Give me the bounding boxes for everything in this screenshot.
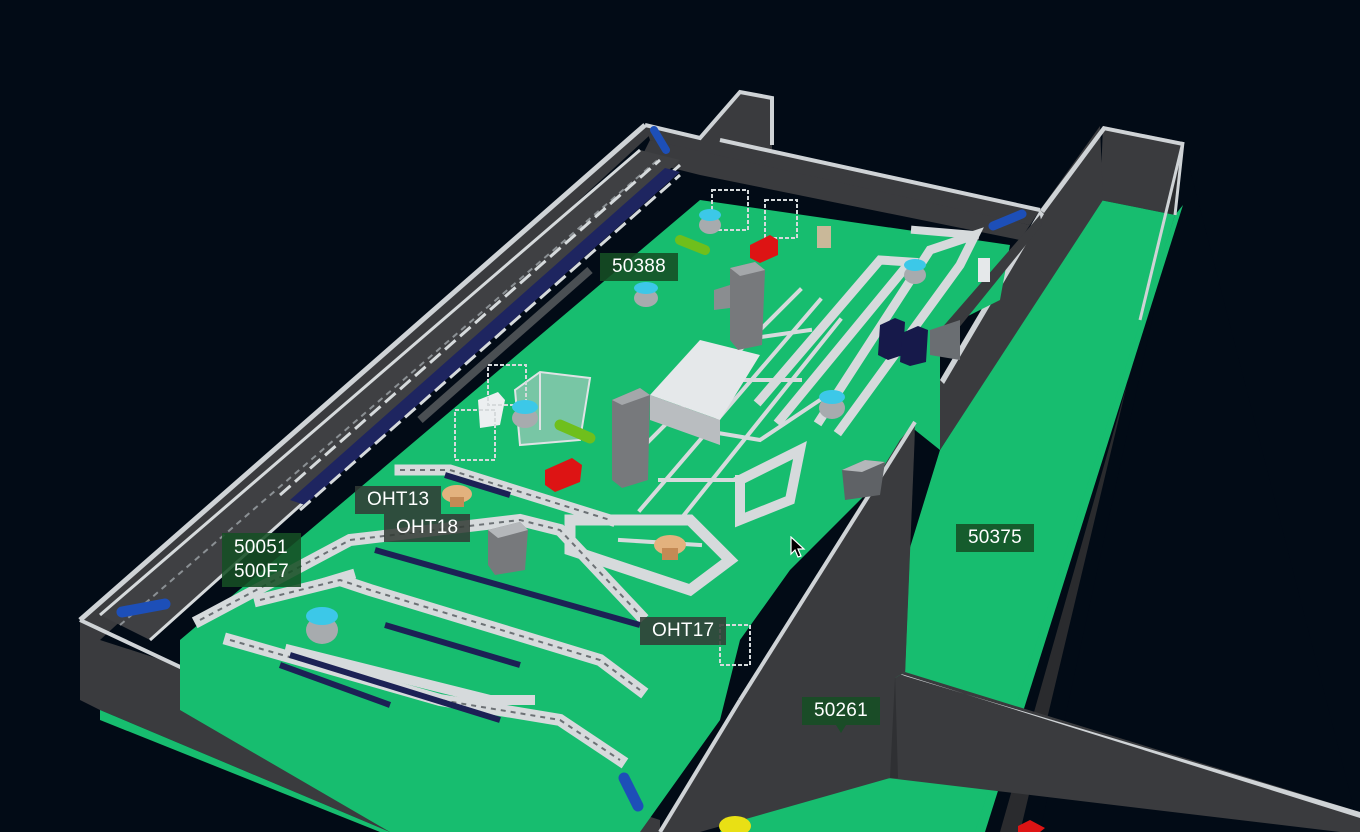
tan-table-1[interactable] [442,485,472,507]
device-label-50375[interactable]: 50375 [956,524,1034,552]
grey-tower-2[interactable] [714,262,765,350]
tank-5[interactable] [512,400,538,428]
tank-6[interactable] [306,607,338,644]
tank-3[interactable] [904,259,926,284]
device-label-line-2: 500F7 [234,561,289,582]
device-label-text: 50261 [814,700,868,721]
white-panel[interactable] [978,258,990,282]
tan-table-2[interactable] [654,535,686,560]
tank-1[interactable] [634,282,658,307]
partition-wall [658,215,1042,832]
device-label-line-1: 50051 [234,537,288,558]
grey-tower-3[interactable] [488,522,528,575]
large-machine[interactable] [650,340,760,445]
beige-cabinet[interactable] [817,226,831,248]
device-label-50261[interactable]: 50261 [802,697,880,733]
tank-4[interactable] [819,390,845,419]
label-pointer-icon [835,725,846,733]
blue-pump-3[interactable] [116,598,171,618]
gas-cylinder-1[interactable] [675,235,710,255]
red-container-1[interactable] [750,235,778,263]
blue-pump-2[interactable] [988,209,1027,231]
blue-pump-1[interactable] [650,126,670,154]
red-floor-item[interactable] [1018,820,1045,832]
device-label-50388[interactable]: 50388 [600,253,678,281]
yellow-marker[interactable] [719,816,751,832]
navy-cabinet[interactable] [878,318,928,366]
grey-tower-1[interactable] [612,388,650,488]
tank-2[interactable] [699,209,721,234]
navy-conveyor-lines [278,472,641,723]
red-container-2[interactable] [545,458,582,492]
device-label-oht17[interactable]: OHT17 [640,617,727,645]
device-label-50051-500f7[interactable]: 50051 500F7 [222,533,301,587]
device-label-oht18[interactable]: OHT18 [384,514,471,542]
overhead-conveyor-left [279,158,681,512]
gas-cylinder-2[interactable] [554,419,596,444]
grey-block-right[interactable] [842,460,885,500]
device-label-oht13[interactable]: OHT13 [355,486,442,514]
blue-pump-4[interactable] [618,772,644,812]
